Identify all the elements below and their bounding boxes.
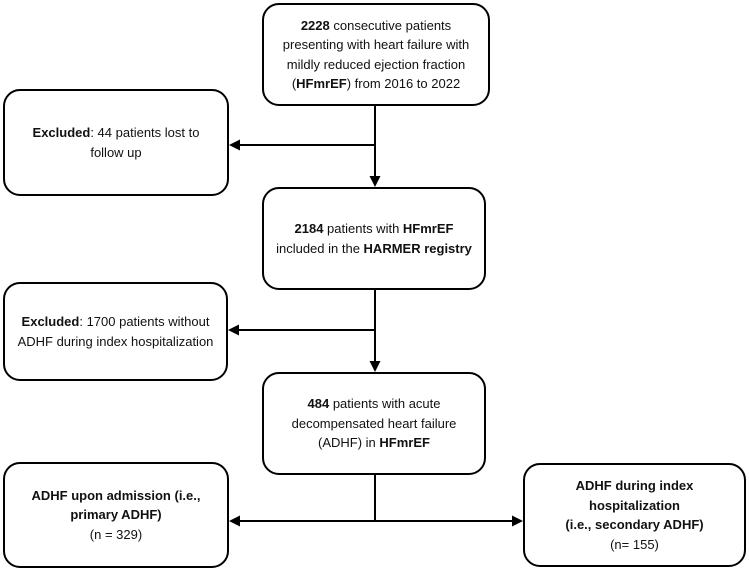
text-segment: HFmrEF [402,221,454,236]
node-excluded-no-adhf: Excluded: 1700 patients without ADHF dur… [3,282,228,381]
text-segment: (n= 155) [610,536,659,552]
text-segment: ADHF upon admission (i.e., primary ADHF) [31,487,201,523]
arrowhead-left-excluded1 [229,139,240,151]
text-segment: ADHF during index hospitalization (i.e.,… [565,478,704,532]
arrowhead-down-registry [369,176,381,187]
text-segment: Excluded [32,125,91,140]
arrowhead-left-excluded2 [228,324,239,336]
node-acute-decompensated-hf-text: 484 patients with acute decompensated he… [292,394,457,453]
arrowhead-left-primary [229,515,240,527]
node-primary-adhf: ADHF upon admission (i.e., primary ADHF)… [3,462,229,568]
node-total-patients-text: 2228 consecutive patients presenting wit… [283,16,469,94]
text-segment: HFmrEF [379,435,430,451]
node-acute-decompensated-hf: 484 patients with acute decompensated he… [262,372,486,475]
node-total-patients: 2228 consecutive patients presenting wit… [262,3,490,106]
text-segment: : 44 patients lost to follow up [90,125,200,160]
node-primary-adhf-text: ADHF upon admission (i.e., primary ADHF)… [31,486,200,545]
node-harmer-registry: 2184 patients with HFmrEF included in th… [262,187,486,290]
text-segment: 2228 [300,17,330,33]
text-segment: (n = 329) [89,526,143,542]
text-segment: 484 [307,396,330,412]
text-segment: patients with acute decompensated heart … [291,396,457,451]
node-secondary-adhf-text: ADHF during index hospitalization (i.e.,… [565,476,703,554]
node-excluded-lost-follow-up-text: Excluded: 44 patients lost to follow up [33,123,200,162]
text-segment: Excluded [21,314,80,329]
text-segment: patients with [323,221,403,236]
node-secondary-adhf: ADHF during index hospitalization (i.e.,… [523,463,746,567]
text-segment: 2184 [294,221,324,236]
text-segment: HARMER registry [363,240,472,256]
arrowhead-right-secondary [512,515,523,527]
node-harmer-registry-text: 2184 patients with HFmrEF included in th… [276,219,472,258]
text-segment: included in the [276,240,360,256]
text-segment: ) from 2016 to 2022 [346,76,461,91]
node-excluded-no-adhf-text: Excluded: 1700 patients without ADHF dur… [18,312,214,351]
text-segment: HFmrEF [296,76,347,91]
node-excluded-lost-follow-up: Excluded: 44 patients lost to follow up [3,89,229,196]
text-segment: consecutive patients presenting with hea… [282,17,470,92]
text-segment: : 1700 patients without ADHF during inde… [17,314,214,349]
arrowhead-down-adhf [369,361,381,372]
